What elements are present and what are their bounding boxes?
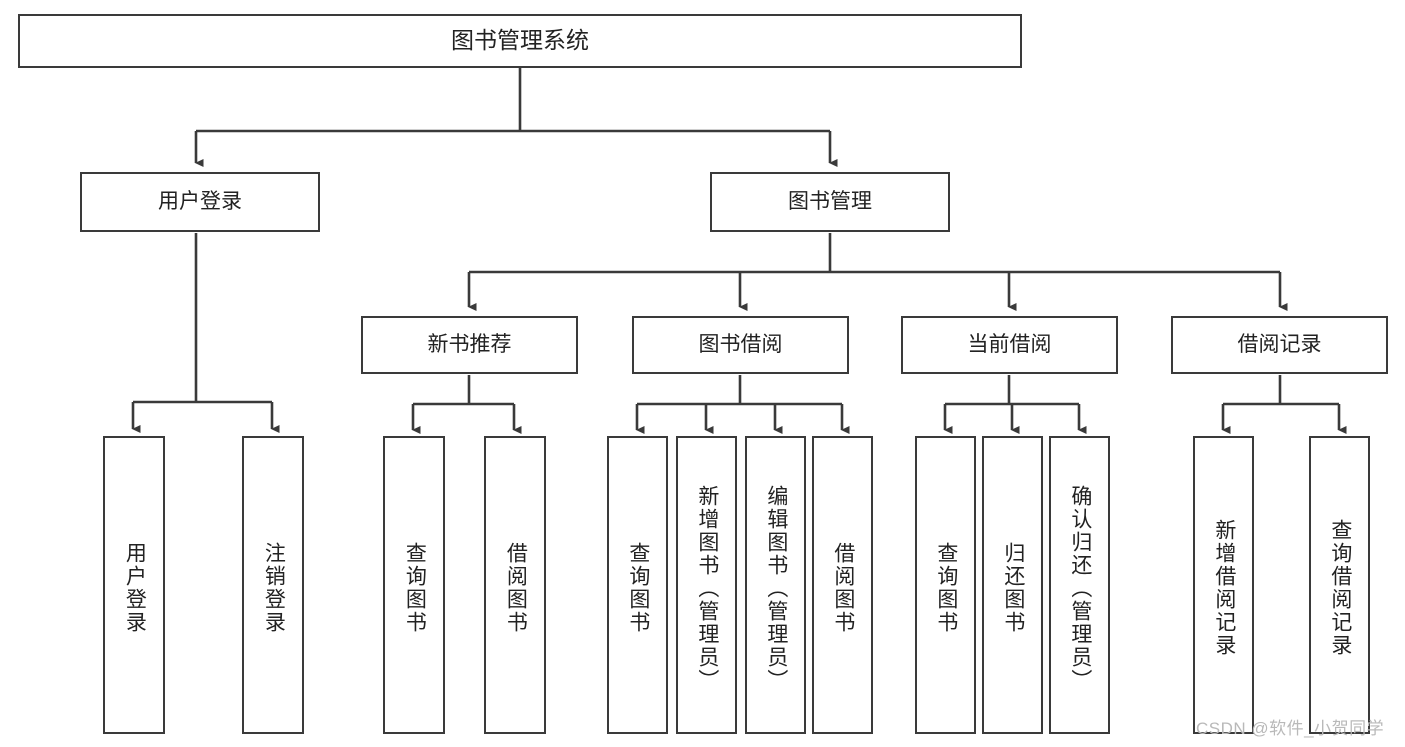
node-label: 借阅图书 xyxy=(504,542,528,634)
leaf-current-return-book[interactable]: 归还图书 xyxy=(982,436,1043,734)
leaf-borrow-edit-book-admin[interactable]: 编辑图书（管理员） xyxy=(745,436,806,734)
leaf-recommend-borrow-book[interactable]: 借阅图书 xyxy=(484,436,546,734)
node-label: 用户登录 xyxy=(158,189,242,213)
node-new-book-recommend[interactable]: 新书推荐 xyxy=(361,316,578,374)
node-label: 图书借阅 xyxy=(698,332,783,356)
node-label: 查询图书 xyxy=(934,542,958,634)
node-current-borrow[interactable]: 当前借阅 xyxy=(901,316,1118,374)
node-book-borrow[interactable]: 图书借阅 xyxy=(632,316,849,374)
node-label: 编辑图书（管理员） xyxy=(764,484,788,692)
leaf-borrow-add-book-admin[interactable]: 新增图书（管理员） xyxy=(676,436,737,734)
node-user-login[interactable]: 用户登录 xyxy=(80,172,320,232)
leaf-recommend-query-book[interactable]: 查询图书 xyxy=(383,436,445,734)
node-label: 查询图书 xyxy=(403,542,427,634)
node-label: 用户登录 xyxy=(123,542,147,634)
watermark-text: CSDN @软件_小贺同学 xyxy=(1196,719,1385,738)
node-label: 归还图书 xyxy=(1001,542,1025,634)
node-book-management[interactable]: 图书管理 xyxy=(710,172,950,232)
leaf-record-add-record[interactable]: 新增借阅记录 xyxy=(1193,436,1254,734)
node-label: 查询图书 xyxy=(626,542,650,634)
leaf-user-login-signin[interactable]: 用户登录 xyxy=(103,436,165,734)
node-label: 新增图书（管理员） xyxy=(695,484,719,692)
node-borrow-record[interactable]: 借阅记录 xyxy=(1171,316,1388,374)
leaf-user-login-signout[interactable]: 注销登录 xyxy=(242,436,304,734)
node-label: 图书管理 xyxy=(788,189,872,213)
node-label: 查询借阅记录 xyxy=(1328,519,1352,657)
leaf-current-confirm-return-admin[interactable]: 确认归还（管理员） xyxy=(1049,436,1110,734)
leaf-record-query-record[interactable]: 查询借阅记录 xyxy=(1309,436,1370,734)
node-label: 当前借阅 xyxy=(967,332,1052,356)
node-root-system[interactable]: 图书管理系统 xyxy=(18,14,1022,68)
node-label: 借阅记录 xyxy=(1237,332,1322,356)
leaf-borrow-query-book[interactable]: 查询图书 xyxy=(607,436,668,734)
node-label: 图书管理系统 xyxy=(451,27,589,54)
node-label: 新书推荐 xyxy=(427,332,512,356)
node-label: 注销登录 xyxy=(262,542,286,634)
node-label: 新增借阅记录 xyxy=(1212,519,1236,657)
node-label: 借阅图书 xyxy=(831,542,855,634)
node-label: 确认归还（管理员） xyxy=(1068,484,1092,692)
leaf-current-query-book[interactable]: 查询图书 xyxy=(915,436,976,734)
leaf-borrow-borrow-book[interactable]: 借阅图书 xyxy=(812,436,873,734)
